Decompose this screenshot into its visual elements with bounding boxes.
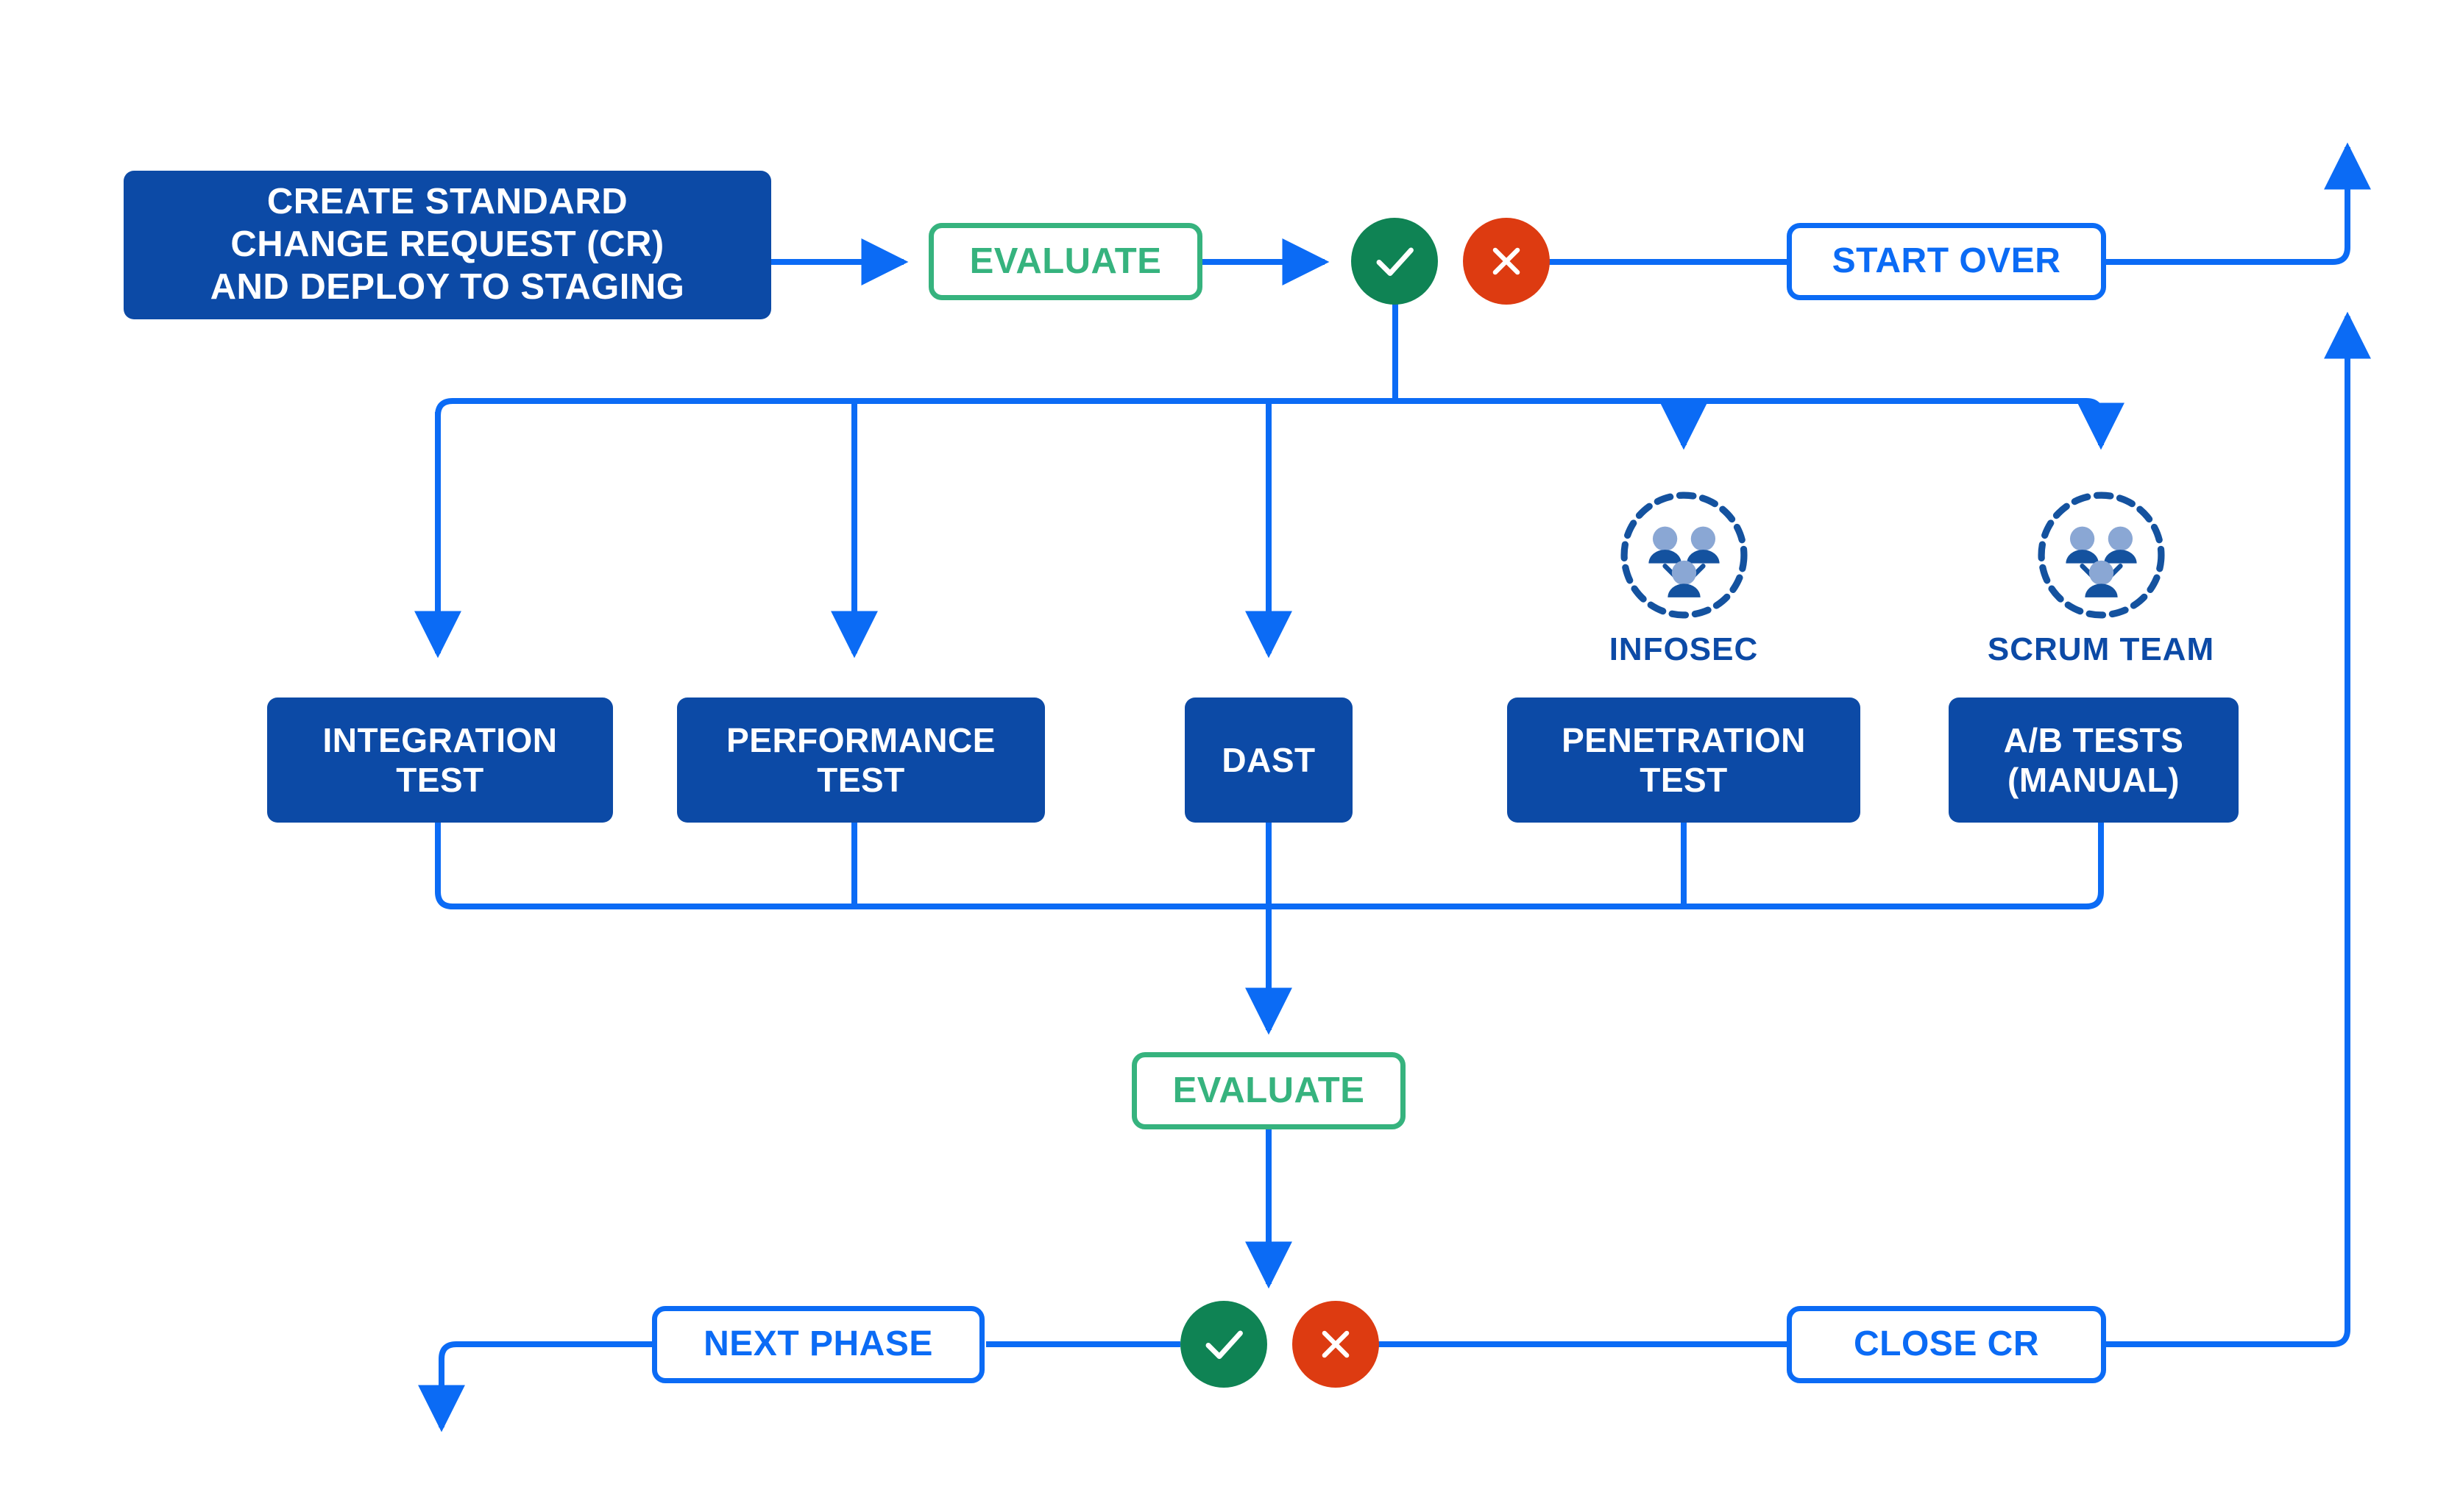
- start-over-label: START OVER: [1832, 241, 2061, 281]
- node-close-cr[interactable]: CLOSE CR: [1787, 1306, 2106, 1383]
- node-performance-test[interactable]: PERFORMANCE TEST: [677, 698, 1045, 823]
- integration-test-line-2: TEST: [396, 761, 484, 799]
- team-group-icon-scrum: [2033, 487, 2169, 623]
- cross-icon: [1492, 247, 1520, 275]
- create-cr-line-3: AND DEPLOY TO STAGING: [210, 266, 685, 307]
- create-cr-line-2: CHANGE REQUEST (CR): [230, 224, 665, 265]
- performance-test-line-1: PERFORMANCE: [726, 720, 996, 759]
- edge-startover-loop: [2106, 142, 2371, 265]
- team-group-icon-infosec: [1616, 487, 1752, 623]
- edge-integration-to-collect: [435, 823, 453, 909]
- cross-circle-icon-top[interactable]: [1463, 218, 1550, 305]
- evaluate-top-label: EVALUATE: [969, 241, 1162, 281]
- ab-tests-line-1: A/B TESTS: [2003, 720, 2184, 759]
- penetration-test-line-2: TEST: [1640, 761, 1728, 799]
- cross-icon: [1322, 1330, 1350, 1358]
- node-penetration-test[interactable]: PENETRATION TEST: [1507, 698, 1860, 823]
- next-phase-label: NEXT PHASE: [704, 1324, 933, 1364]
- integration-test-line-1: INTEGRATION: [322, 720, 558, 759]
- node-start-over[interactable]: START OVER: [1787, 223, 2106, 300]
- penetration-test-line-1: PENETRATION: [1562, 720, 1806, 759]
- dast-line-1: DAST: [1222, 740, 1316, 779]
- edge-ab-to-collect: [2085, 823, 2104, 909]
- check-circle-icon-top[interactable]: [1351, 218, 1438, 305]
- evaluate-bottom-label: EVALUATE: [1172, 1070, 1365, 1110]
- edge-closecr-loop: [2106, 311, 2371, 1347]
- check-circle-icon-bottom[interactable]: [1180, 1301, 1267, 1388]
- node-dast[interactable]: DAST: [1185, 698, 1353, 823]
- edge-nextphase-exit: [418, 1341, 652, 1433]
- node-next-phase[interactable]: NEXT PHASE: [652, 1306, 985, 1383]
- node-evaluate-bottom[interactable]: EVALUATE: [1132, 1052, 1406, 1129]
- performance-test-line-2: TEST: [817, 761, 905, 799]
- close-cr-label: CLOSE CR: [1853, 1324, 2039, 1364]
- ab-tests-line-2: (MANUAL): [2007, 761, 2180, 799]
- caption-scrum-team: SCRUM TEAM: [1987, 631, 2215, 667]
- cross-circle-icon-bottom[interactable]: [1292, 1301, 1379, 1388]
- node-create-change-request[interactable]: CREATE STANDARD CHANGE REQUEST (CR) AND …: [124, 171, 771, 319]
- node-evaluate-top[interactable]: EVALUATE: [929, 223, 1202, 300]
- check-icon: [1205, 1330, 1243, 1359]
- caption-infosec: INFOSEC: [1609, 631, 1759, 667]
- node-ab-tests[interactable]: A/B TESTS (MANUAL): [1949, 698, 2239, 823]
- create-cr-line-1: CREATE STANDARD: [266, 182, 628, 222]
- node-integration-test[interactable]: INTEGRATION TEST: [267, 698, 613, 823]
- check-icon: [1376, 247, 1414, 276]
